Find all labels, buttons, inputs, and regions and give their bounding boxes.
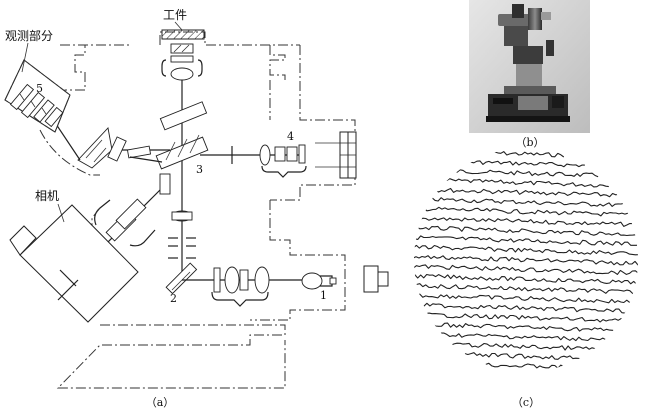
camera-body [9, 204, 139, 323]
fringe-panel-c: （c） [414, 150, 638, 409]
label-5: 5 [36, 82, 43, 95]
fringe-line [440, 332, 610, 342]
label-camera: 相机 [35, 189, 59, 203]
fringe-line [414, 283, 637, 295]
observation-prism [77, 127, 127, 169]
leader-workpiece [174, 21, 183, 31]
label-workpiece: 工件 [163, 8, 187, 22]
fringe-line [485, 362, 565, 369]
caption-c: （c） [512, 396, 540, 409]
fringe-line [420, 206, 632, 217]
label-2: 2 [170, 292, 177, 305]
base-outline [56, 324, 286, 389]
fringe-line [440, 178, 609, 188]
fringe-line [464, 352, 585, 361]
reference-mirror-4 [259, 144, 307, 178]
aperture-stops [168, 237, 196, 259]
fringe-line [432, 322, 619, 332]
interference-fringes [414, 150, 638, 369]
illumination-lenses [211, 266, 270, 307]
observation-head-5 [4, 59, 71, 133]
observation-mirror [126, 145, 152, 159]
fringe-line [416, 293, 634, 304]
fringe-line [464, 159, 585, 168]
beam-splitter-3 [155, 134, 209, 170]
light-source-1 [301, 272, 337, 290]
schematic-panel-a: 工件 3 [4, 8, 389, 409]
fringe-line [485, 150, 565, 158]
frame-outline [60, 31, 356, 321]
fringe-line [450, 342, 599, 351]
frame-curve [39, 129, 100, 176]
fringe-line [416, 216, 633, 227]
fringe-line [414, 244, 638, 256]
compensating-plate [159, 101, 208, 131]
label-4: 4 [287, 130, 294, 143]
workpiece-block [161, 29, 205, 40]
fringe-line [426, 312, 625, 323]
label-1: 1 [320, 289, 327, 302]
side-beam [129, 156, 163, 163]
fringe-line [414, 235, 638, 246]
label-observation: 观测部分 [5, 28, 53, 43]
fringe-line [432, 187, 619, 198]
label-3: 3 [196, 163, 203, 176]
fringe-line [414, 273, 638, 285]
fringe-line [414, 254, 638, 266]
fringe-line [420, 302, 632, 314]
top-objective [161, 43, 203, 81]
fringe-line [451, 169, 599, 178]
fringe-line [425, 196, 625, 207]
photo-panel-b: （b） [469, 0, 590, 149]
reference-knob [315, 131, 357, 179]
fringe-line [414, 264, 638, 275]
mirror-2 [165, 262, 198, 295]
leader-observation [21, 42, 29, 73]
frame-left [60, 44, 86, 95]
camera-splitter [159, 173, 171, 195]
leader-camera [57, 203, 65, 223]
caption-a: （a） [146, 396, 175, 409]
instrument-photo [486, 4, 570, 122]
fringe-line [414, 225, 636, 237]
lamp-housing [363, 265, 389, 293]
caption-b: （b） [515, 136, 544, 149]
